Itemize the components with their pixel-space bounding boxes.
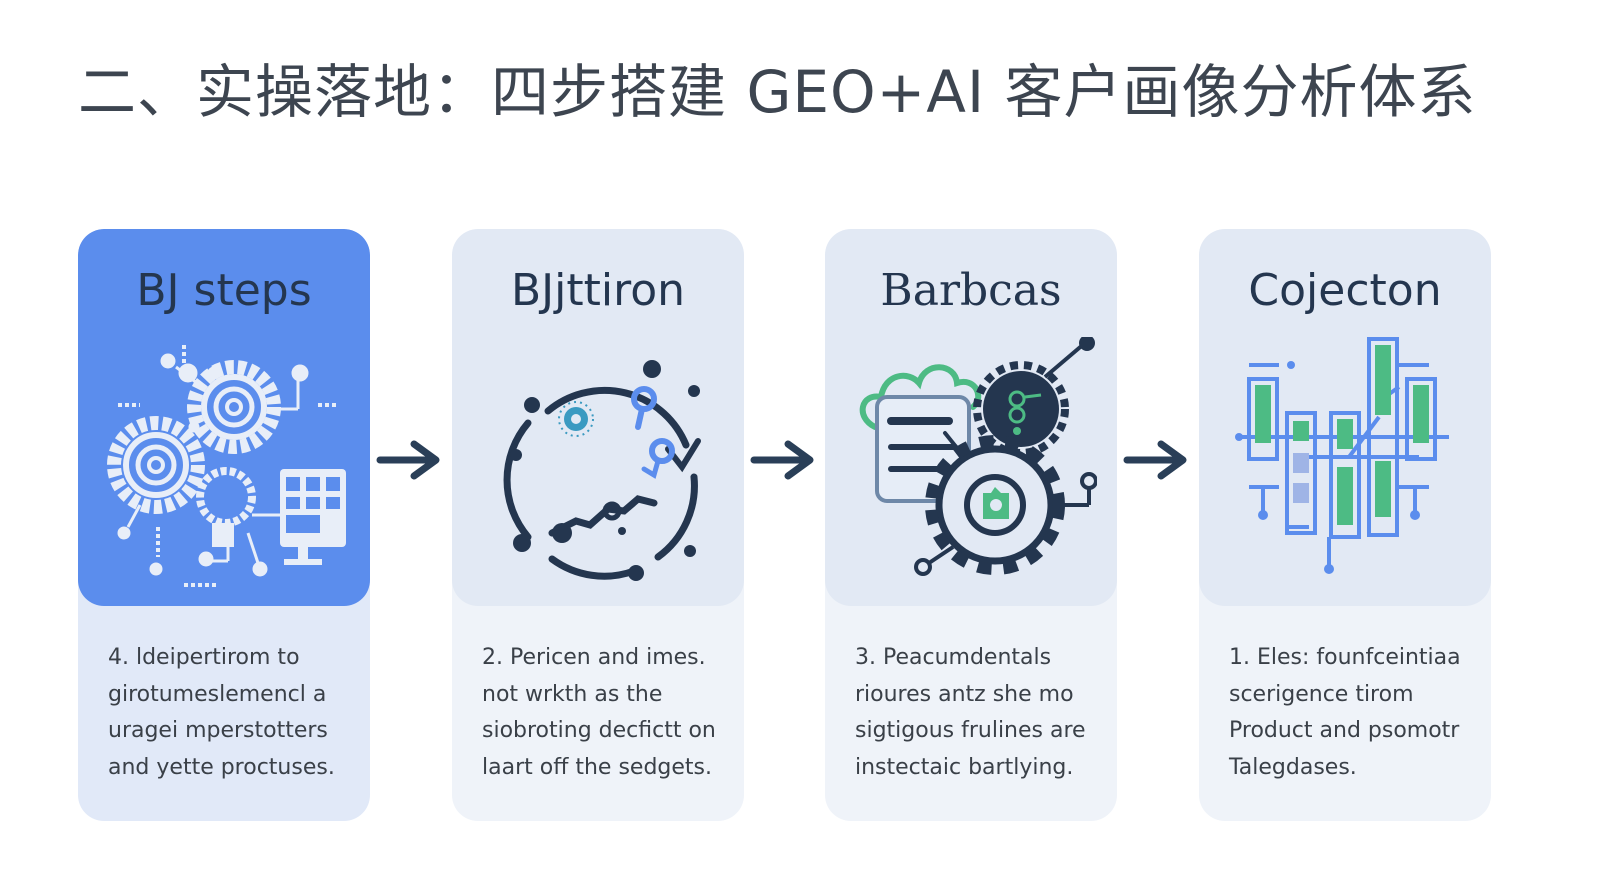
- document-gear-icon: [859, 337, 1097, 576]
- arrow-right-icon: [376, 440, 440, 480]
- step-description: 2. Pericen and imes. not wrkth as the si…: [482, 645, 716, 780]
- card-header-panel: Cojecton: [1199, 229, 1491, 606]
- page-title: 二、实操落地：四步搭建 GEO+AI 客户画像分析体系: [78, 58, 1477, 126]
- circuit-board-icon: [1235, 337, 1449, 574]
- step-description: 4. ldeipertirom to girotumeslemencl a ur…: [108, 645, 335, 780]
- cycle-location-icon: [503, 360, 701, 581]
- step-card-3: Barbcas: [825, 229, 1117, 821]
- step-card-2: BJjttiron: [452, 229, 744, 821]
- card-header-panel: BJjttiron: [452, 229, 744, 606]
- step-card-1: BJ steps: [78, 229, 370, 821]
- gears-computer-icon: [107, 345, 346, 587]
- step-heading: BJjttiron: [510, 265, 686, 316]
- arrow-right-icon: [750, 440, 814, 480]
- step-description: 1. Eles: founfceintiaa scerigence tirom …: [1229, 645, 1461, 780]
- card-header-panel: Barbcas: [825, 229, 1117, 606]
- step-card-4: Cojecton: [1199, 229, 1491, 821]
- step-description: 3. Peacumdentals rioures antz she mo sig…: [855, 645, 1086, 780]
- step-heading: Barbcas: [880, 265, 1062, 316]
- step-heading: BJ steps: [136, 265, 312, 316]
- card-header-panel: BJ steps: [78, 229, 370, 606]
- step-heading: Cojecton: [1248, 265, 1442, 316]
- arrow-right-icon: [1123, 440, 1187, 480]
